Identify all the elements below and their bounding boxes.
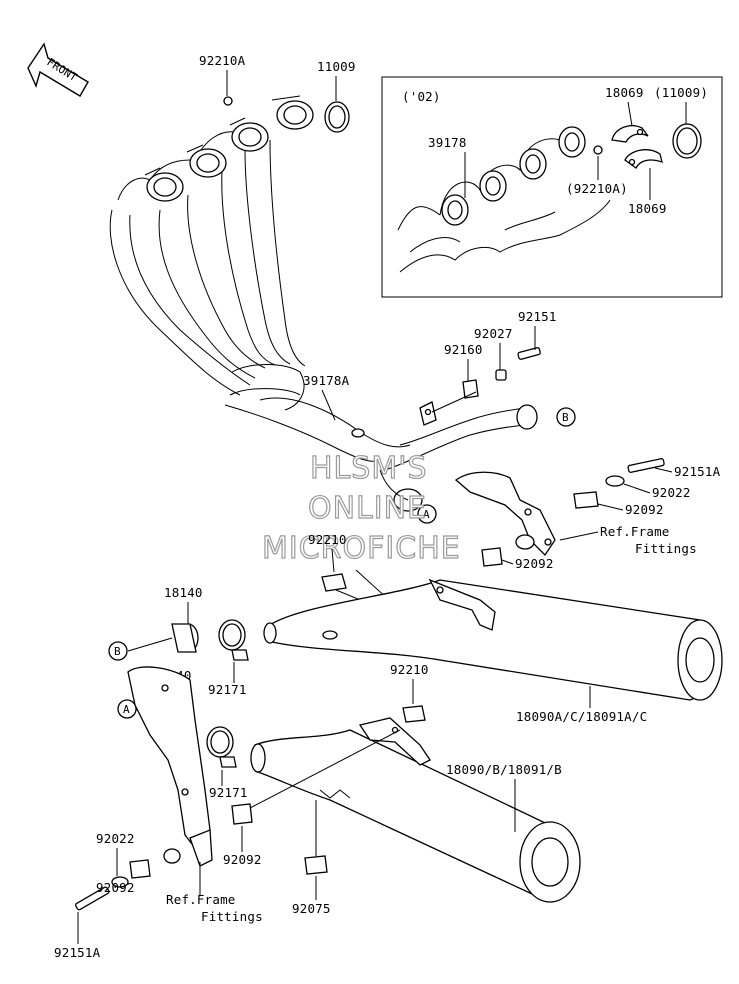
inset-year-label: ('02) [402, 89, 441, 104]
watermark-line-2: ONLINE [308, 491, 427, 526]
exhaust-header-drawing [109, 95, 538, 512]
part-label-92171-lower: 92171 [209, 785, 248, 800]
part-label-inset-18069-top: 18069 [605, 85, 644, 100]
svg-text:A: A [123, 703, 130, 716]
callout-a-lower: A [117, 699, 137, 719]
muffler-lower-drawing [250, 717, 581, 903]
part-label-92210-mid: 92210 [308, 532, 347, 547]
part-label-92210A: 92210A [199, 53, 246, 68]
part-label-inset-39178: 39178 [428, 135, 467, 150]
part-label-92171-upper: 92171 [208, 682, 247, 697]
front-label: FRONT [44, 56, 79, 85]
part-label-92022-left: 92022 [96, 831, 135, 846]
inset-box [381, 76, 723, 298]
part-label-92022-right: 92022 [652, 485, 691, 500]
part-label-92092-left-mid: 92092 [223, 852, 262, 867]
part-label-18090B: 18090/B/18091/B [446, 762, 562, 777]
part-label-92151A-right: 92151A [674, 464, 721, 479]
watermark-line-1: HLSM'S [310, 451, 428, 486]
part-label-92092-right-upper: 92092 [625, 502, 664, 517]
svg-text:B: B [562, 411, 569, 424]
part-label-inset-11009: (11009) [654, 85, 708, 100]
part-label-inset-92210A: (92210A) [566, 181, 628, 196]
part-label-92151A-left: 92151A [54, 945, 101, 960]
part-label-18090AC: 18090A/C/18091A/C [516, 709, 647, 724]
part-label-18140-upper: 18140 [164, 585, 203, 600]
callout-b-lower: B [108, 641, 128, 661]
ref-frame-right-line-2: Fittings [635, 541, 697, 556]
lower-left-bracket-drawing [74, 666, 401, 911]
part-label-92160: 92160 [444, 342, 483, 357]
part-label-92151-top: 92151 [518, 309, 557, 324]
callout-b-upper: B [556, 407, 576, 427]
svg-text:B: B [114, 645, 121, 658]
part-label-inset-18069-bottom: 18069 [628, 201, 667, 216]
ref-frame-left-line-1: Ref.Frame [166, 892, 236, 907]
svg-text:A: A [423, 508, 430, 521]
part-label-92092-right-lower: 92092 [515, 556, 554, 571]
part-label-92075: 92075 [292, 901, 331, 916]
muffler-upper-drawing [263, 578, 723, 701]
upper-mount-hardware [431, 347, 665, 567]
watermark-line-3: MICROFICHE [262, 531, 461, 566]
front-arrow-icon: FRONT [27, 42, 89, 97]
part-label-92092-left-low: 92092 [96, 880, 135, 895]
part-label-92027: 92027 [474, 326, 513, 341]
ref-frame-right-line-1: Ref.Frame [600, 524, 670, 539]
inset-header-drawing [397, 123, 702, 273]
part-label-39178A: 39178A [303, 373, 350, 388]
ref-frame-left-line-2: Fittings [201, 909, 263, 924]
callout-a-upper: A [417, 504, 437, 524]
part-label-92210-lower: 92210 [390, 662, 429, 677]
part-label-11009: 11009 [317, 59, 356, 74]
